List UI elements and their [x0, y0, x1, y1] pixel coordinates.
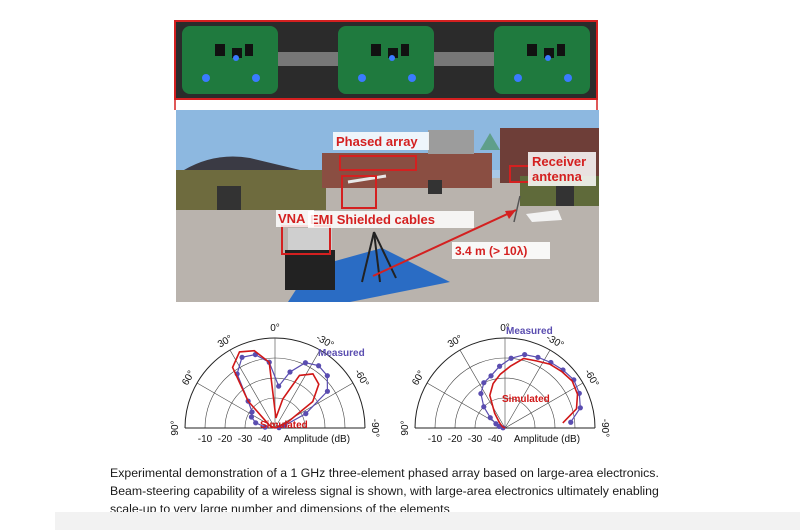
angle-tick-label: 0° — [500, 323, 510, 334]
radial-tick-label: -10 — [428, 434, 443, 445]
measured-point — [535, 354, 541, 360]
measured-point — [287, 369, 293, 375]
board-connector-2 — [434, 52, 494, 66]
distance-label: 3.4 m (> 10λ) — [455, 244, 527, 258]
grid-spoke — [426, 382, 506, 429]
radial-axis-label: Amplitude (dB) — [284, 434, 350, 445]
measured-point — [315, 363, 322, 369]
caption-line-2: Beam-steering capability of a wireless s… — [110, 484, 659, 498]
angle-tick-label: 90° — [400, 420, 411, 435]
simulated-series — [488, 357, 579, 429]
boards-frame — [174, 20, 598, 100]
measured-point — [481, 380, 487, 386]
grid-spoke — [504, 382, 584, 429]
polar-grid — [414, 337, 596, 429]
vna-label: VNA — [278, 211, 306, 226]
radial-tick-label: -40 — [488, 434, 503, 445]
vna-instrument — [288, 228, 332, 250]
simulated-series — [231, 349, 320, 429]
radial-tick-label: -20 — [218, 434, 233, 445]
receiver-label-line1: Receiver — [532, 154, 586, 169]
angle-tick-label: 90° — [170, 420, 181, 435]
cables-box — [341, 175, 377, 209]
angle-tick-label: 60° — [410, 369, 427, 388]
measured-points — [478, 351, 583, 431]
radial-tick-label: -40 — [258, 434, 273, 445]
grid-spoke — [229, 349, 276, 429]
measured-point — [253, 420, 259, 426]
emi-cables-label: EMI Shielded cables — [310, 212, 435, 227]
measured-point — [481, 404, 487, 410]
measured-point — [488, 373, 494, 379]
radial-tick-label: -30 — [238, 434, 253, 445]
measured-point — [248, 414, 255, 420]
measured-point — [249, 409, 255, 415]
angle-tick-label: 60° — [180, 369, 197, 388]
measured-point — [487, 415, 493, 421]
phased-array-label: Phased array — [336, 134, 418, 149]
phased-array-mount — [347, 174, 387, 184]
plants-left — [176, 170, 326, 210]
measured-point — [522, 351, 528, 358]
caption-line-1: Experimental demonstration of a 1 GHz th… — [110, 466, 659, 480]
simulated-annotation: Simulated — [260, 420, 308, 431]
measured-point — [324, 388, 331, 394]
pcb-board-1 — [182, 26, 278, 94]
angle-tick-label: 30° — [446, 333, 465, 350]
measured-point — [577, 405, 583, 411]
experiment-figure: Phased array Receiver antenna EMI Shield… — [174, 20, 599, 302]
measured-point — [303, 411, 309, 417]
pcb-board-3 — [494, 26, 590, 94]
pcb-board-2 — [338, 26, 434, 94]
measured-point — [302, 360, 309, 366]
measured-annotation: Measured — [506, 326, 553, 337]
grid-spoke — [274, 349, 321, 429]
radial-tick-label: -20 — [448, 434, 463, 445]
receiver-label-line2: antenna — [532, 169, 583, 184]
figure-caption: Experimental demonstration of a 1 GHz th… — [110, 464, 720, 518]
footer-bar — [55, 512, 800, 530]
measured-point — [324, 373, 330, 379]
measured-point — [239, 354, 245, 360]
measured-point — [508, 355, 514, 361]
rooftop-photo: Phased array Receiver antenna EMI Shield… — [176, 110, 599, 302]
simulated-annotation: Simulated — [502, 394, 550, 405]
angle-tick-label: 0° — [270, 323, 280, 334]
radial-axis-label: Amplitude (dB) — [514, 434, 580, 445]
grid-spoke — [196, 382, 276, 429]
angle-tick-label: 30° — [216, 333, 235, 350]
measured-annotation: Measured — [318, 348, 365, 359]
radial-tick-label: -10 — [198, 434, 213, 445]
measured-point — [276, 383, 282, 389]
measured-point — [262, 424, 268, 430]
distance-arrow — [372, 209, 517, 277]
board-connector-1 — [278, 52, 338, 66]
phased-array-boards — [174, 20, 598, 100]
measured-point — [568, 419, 574, 425]
angle-tick-label: -90° — [599, 419, 610, 437]
measured-point — [478, 390, 484, 397]
measured-point — [496, 363, 503, 369]
radial-tick-label: -30 — [468, 434, 483, 445]
phased-array-box — [339, 155, 417, 171]
angle-tick-label: -90° — [369, 419, 380, 437]
